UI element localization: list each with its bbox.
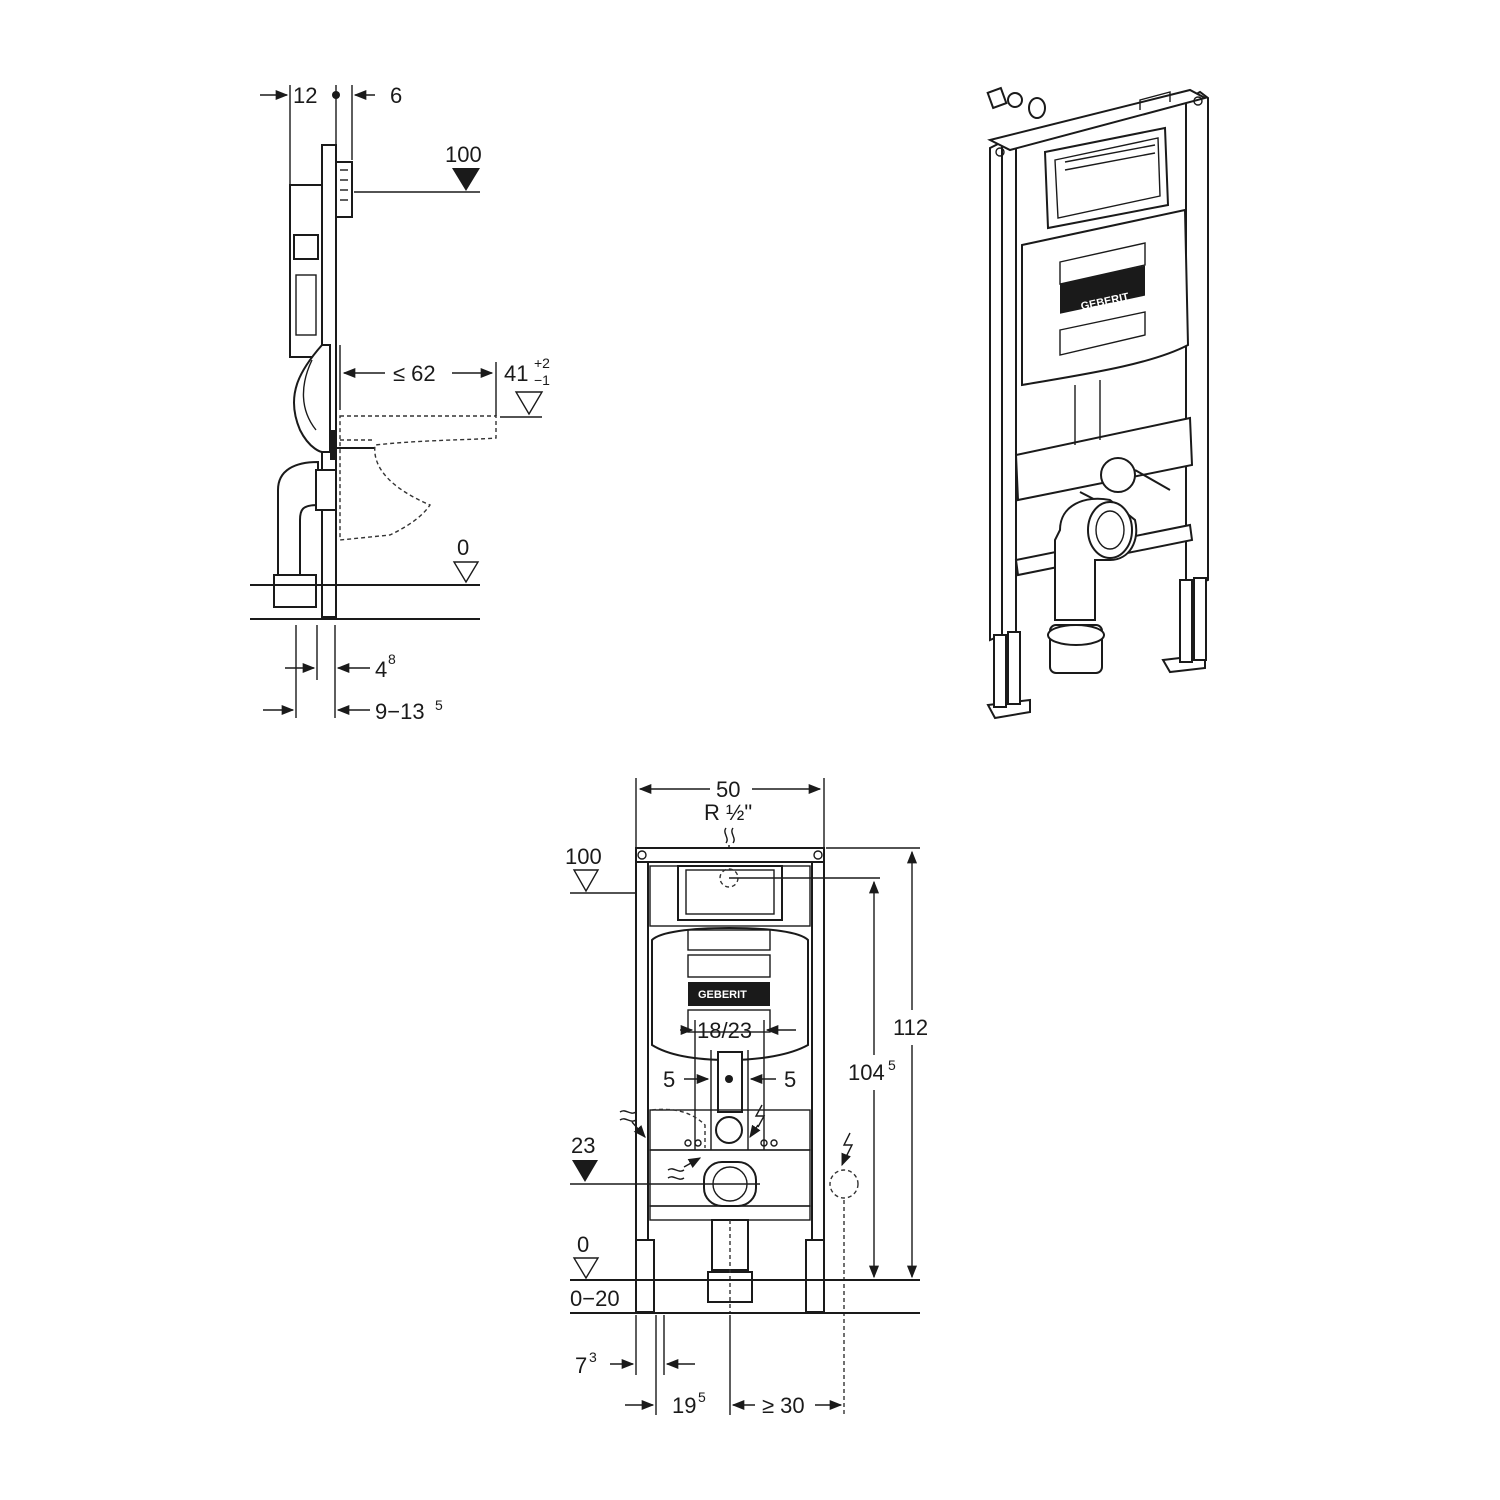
level-100-side: 100: [354, 142, 482, 193]
power-socket-icon: [829, 1132, 859, 1415]
angle-valve-icon: [986, 86, 1046, 119]
dim-bottom-side: 4 8 9−13 5: [263, 625, 443, 724]
tol-minus-label: −1: [534, 372, 550, 388]
drain-water-icon: [667, 1157, 702, 1180]
dim-50-label: 50: [716, 777, 740, 802]
level-100-front-label: 100: [565, 844, 602, 869]
level-23: 23: [570, 1133, 700, 1185]
dim-9-13-sup: 5: [435, 697, 443, 713]
level-0-side: 0: [250, 535, 480, 620]
level-0-front: 0 0−20: [570, 1232, 920, 1314]
dim-4-label: 4: [375, 657, 387, 682]
dim-104-label: 104: [848, 1060, 885, 1085]
front-view: 50 R ½" GEBERIT 18/23 5 5: [565, 777, 928, 1418]
dim-le62-label: ≤ 62: [393, 361, 436, 386]
dim-104-sup: 5: [888, 1057, 896, 1073]
logo-front: GEBERIT: [698, 989, 747, 1001]
side-view: 12 6 100: [250, 83, 550, 724]
dim-le62: ≤ 62 41 +2 −1: [339, 345, 550, 418]
dim-9-13-label: 9−13: [375, 699, 425, 724]
dim-18-23-label: 18/23: [697, 1018, 752, 1043]
electric-icon: [749, 1104, 766, 1139]
dim-7-sup: 3: [589, 1349, 597, 1365]
dim-12-6: 12 6: [260, 83, 402, 185]
dim-6-label: 6: [390, 83, 402, 108]
dim-bottom-front: 7 3 19 5 ≥ 30: [575, 1315, 843, 1418]
level-100-side-label: 100: [445, 142, 482, 167]
level-0-front-label: 0: [577, 1232, 589, 1257]
tol-plus-label: +2: [534, 355, 550, 371]
level-23-label: 23: [571, 1133, 595, 1158]
water-supply-icon: [619, 1110, 646, 1138]
dim-50: 50 R ½": [635, 777, 825, 864]
dim-4-sup: 8: [388, 651, 396, 667]
dim-5-left-label: 5: [663, 1067, 675, 1092]
dim-5-right-label: 5: [784, 1067, 796, 1092]
dim-112-label: 112: [893, 1015, 928, 1040]
dim-19-sup: 5: [698, 1389, 706, 1405]
isometric-view: GEBERIT: [986, 86, 1209, 720]
cistern-side: [289, 184, 323, 358]
level-100-front: 100: [565, 844, 636, 894]
dim-41-label: 41: [504, 361, 528, 386]
thread-label: R ½": [704, 800, 752, 825]
dim-19-label: 19: [672, 1393, 696, 1418]
dim-12-label: 12: [293, 83, 317, 108]
wc-bowl-dashed: [339, 415, 497, 541]
dim-0-20-label: 0−20: [570, 1286, 620, 1311]
dim-ge30-label: ≥ 30: [762, 1393, 805, 1418]
dim-7-label: 7: [575, 1353, 587, 1378]
side-frame: [273, 144, 375, 618]
dim-112-104: 112 104 5: [729, 847, 928, 1279]
level-0-side-label: 0: [457, 535, 469, 560]
